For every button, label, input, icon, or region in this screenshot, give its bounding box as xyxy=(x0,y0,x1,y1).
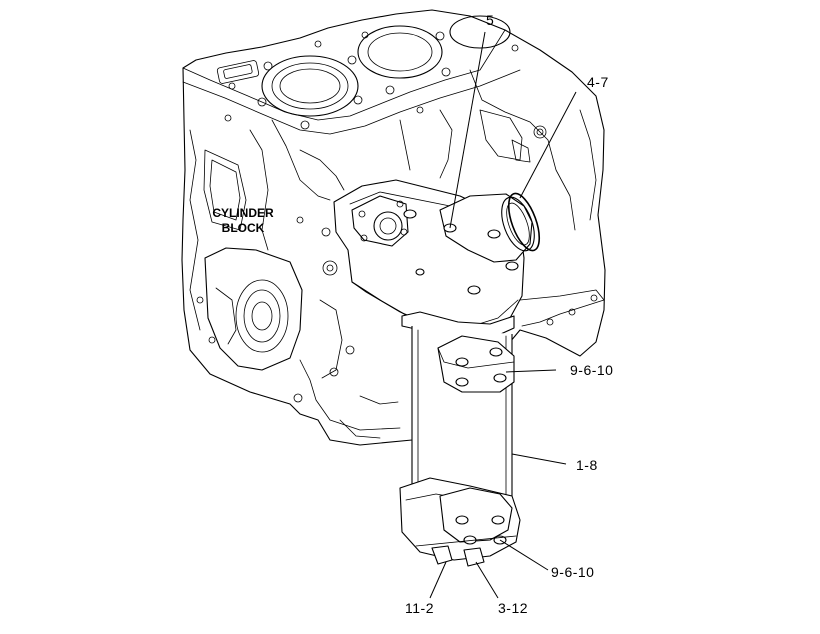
callout-3-12: 3-12 xyxy=(498,600,528,616)
callout-9-6-10-lower: 9-6-10 xyxy=(551,564,594,580)
cylinder-block-drawing xyxy=(181,9,606,446)
callout-11-2: 11-2 xyxy=(405,600,434,616)
callout-9-6-10-upper: 9-6-10 xyxy=(570,362,613,378)
cylinder-block-label-line2: BLOCK xyxy=(222,221,265,235)
callout-labels: 5 4-7 9-6-10 1-8 9-6-10 11-2 3-12 xyxy=(405,12,613,616)
oil-cooler-body xyxy=(399,326,521,567)
callout-5: 5 xyxy=(486,12,494,28)
leader-lines xyxy=(429,31,577,599)
cylinder-block-label-line1: CYLINDER xyxy=(212,206,274,220)
callout-4-7: 4-7 xyxy=(587,74,609,90)
cooler-housing-elbow xyxy=(333,179,541,341)
callout-1-8: 1-8 xyxy=(576,457,598,473)
cylinder-block-label: CYLINDER BLOCK xyxy=(212,206,274,235)
